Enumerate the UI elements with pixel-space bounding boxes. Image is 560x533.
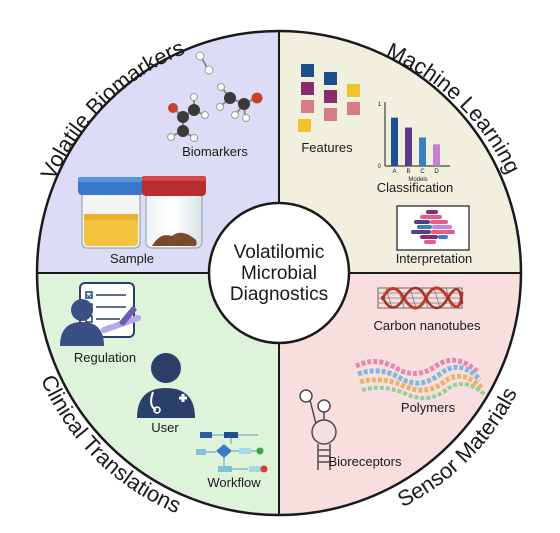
label-regulation: Regulation	[74, 350, 136, 365]
center-title-line-1: Volatilomic	[234, 242, 325, 263]
stool-sample-jar-icon	[142, 176, 206, 249]
center-title-line-2: Microbial	[241, 263, 317, 284]
label-polymers: Polymers	[401, 400, 456, 415]
bioreceptor-aptamer-icon	[299, 389, 337, 470]
chart-bar-a	[391, 117, 398, 166]
feature-square	[301, 64, 314, 77]
label-interpretation: Interpretation	[396, 251, 473, 266]
chart-x-tick-a: A	[392, 169, 396, 175]
label-sample: Sample	[110, 251, 154, 266]
label-user: User	[151, 420, 179, 435]
feature-square	[301, 100, 314, 113]
chart-x-tick-d: D	[434, 169, 439, 175]
label-bioreceptors: Bioreceptors	[329, 454, 402, 469]
center-title-line-3: Diagnostics	[230, 284, 328, 305]
label-features: Features	[301, 140, 353, 155]
regulation-icon	[60, 282, 141, 346]
feature-square	[298, 119, 311, 132]
chart-y-tick-top: 1	[378, 102, 382, 108]
outer-circle	[35, 29, 523, 517]
user-doctor-icon	[137, 353, 195, 418]
label-classification: Classification	[377, 180, 454, 195]
label-carbon-nanotubes: Carbon nanotubes	[374, 318, 481, 333]
center-circle	[207, 201, 351, 345]
chart-x-tick-c: C	[420, 169, 425, 175]
feature-square	[347, 84, 360, 97]
workflow-flowchart-icon	[196, 432, 268, 473]
chart-bar-d	[433, 144, 440, 166]
classification-bar-chart: 1 0 A B C D Models	[378, 102, 450, 183]
feature-square	[347, 102, 360, 115]
feature-square	[324, 108, 337, 121]
feature-square	[324, 90, 337, 103]
feature-square	[324, 72, 337, 85]
chart-y-tick-bottom: 0	[378, 164, 382, 170]
chart-bar-c	[419, 137, 426, 166]
urine-sample-jar-icon	[78, 177, 144, 249]
features-grid-icon	[298, 64, 360, 132]
feature-square	[301, 82, 314, 95]
carbon-nanotube-icon	[377, 286, 464, 310]
interpretation-panel-icon	[396, 205, 470, 251]
molecules-icon	[167, 51, 263, 142]
chart-bar-b	[405, 127, 412, 166]
chart-x-tick-b: B	[406, 169, 410, 175]
polymers-icon	[354, 357, 486, 401]
label-workflow: Workflow	[207, 475, 261, 490]
label-biomarkers: Biomarkers	[182, 144, 248, 159]
chart-x-label: Models	[408, 177, 427, 183]
